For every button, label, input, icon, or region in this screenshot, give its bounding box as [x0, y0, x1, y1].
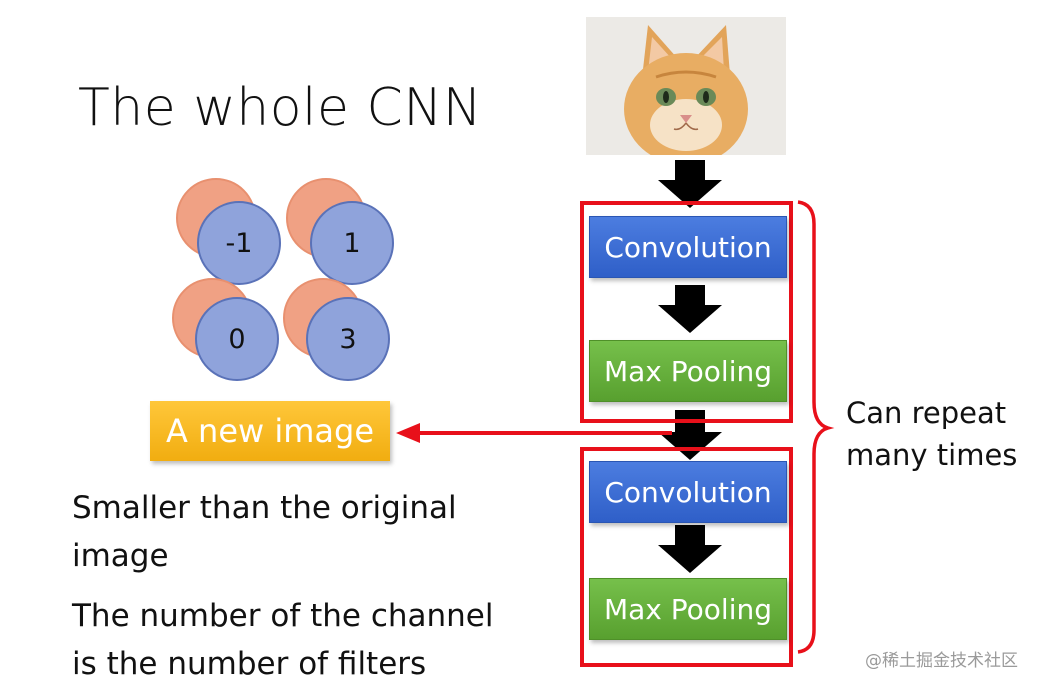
matrix-value-circle: 1 — [310, 201, 394, 285]
slide-title: The whole CNN — [78, 78, 483, 138]
channel-note-line: The number of the channel — [72, 598, 494, 634]
matrix-value: 3 — [339, 323, 357, 355]
new-image-label: A new image — [165, 412, 375, 450]
repeat-block-frame — [580, 447, 793, 667]
convolution-label: Convolution — [604, 475, 772, 509]
matrix-value: -1 — [225, 227, 253, 259]
max-pooling-label: Max Pooling — [603, 354, 772, 388]
matrix-value-circle: 0 — [195, 297, 279, 381]
repeat-note: Can repeat many times — [846, 392, 1017, 476]
max-pooling-block: Max Pooling — [589, 578, 787, 640]
max-pooling-label: Max Pooling — [603, 592, 772, 626]
down-arrow-icon — [658, 285, 722, 333]
down-arrow-icon — [658, 160, 722, 208]
repeat-note-line: many times — [846, 438, 1018, 472]
smaller-note-line: image — [72, 538, 169, 574]
repeat-block-frame — [580, 201, 793, 423]
convolution-block: Convolution — [589, 461, 787, 523]
watermark: @稀土掘金技术社区 — [865, 651, 1018, 671]
new-image-box: A new image — [150, 401, 390, 461]
convolution-block: Convolution — [589, 216, 787, 278]
matrix-value: 0 — [228, 323, 246, 355]
matrix-value-circle: -1 — [197, 201, 281, 285]
kitten-illustration — [586, 17, 786, 155]
convolution-label: Convolution — [604, 230, 772, 264]
matrix-value: 1 — [343, 227, 361, 259]
max-pooling-block: Max Pooling — [589, 340, 787, 402]
smaller-note-line: Smaller than the original — [72, 490, 457, 526]
smaller-note: Smaller than the original image — [72, 484, 457, 580]
left-arrow-icon — [396, 423, 672, 443]
channel-note: The number of the channel is the number … — [72, 592, 493, 688]
matrix-value-circle: 3 — [306, 297, 390, 381]
curly-brace-icon — [797, 200, 835, 654]
channel-note-line: is the number of filters — [72, 646, 427, 682]
repeat-note-line: Can repeat — [846, 396, 1007, 430]
down-arrow-icon — [658, 525, 722, 573]
kitten-photo — [586, 17, 786, 155]
